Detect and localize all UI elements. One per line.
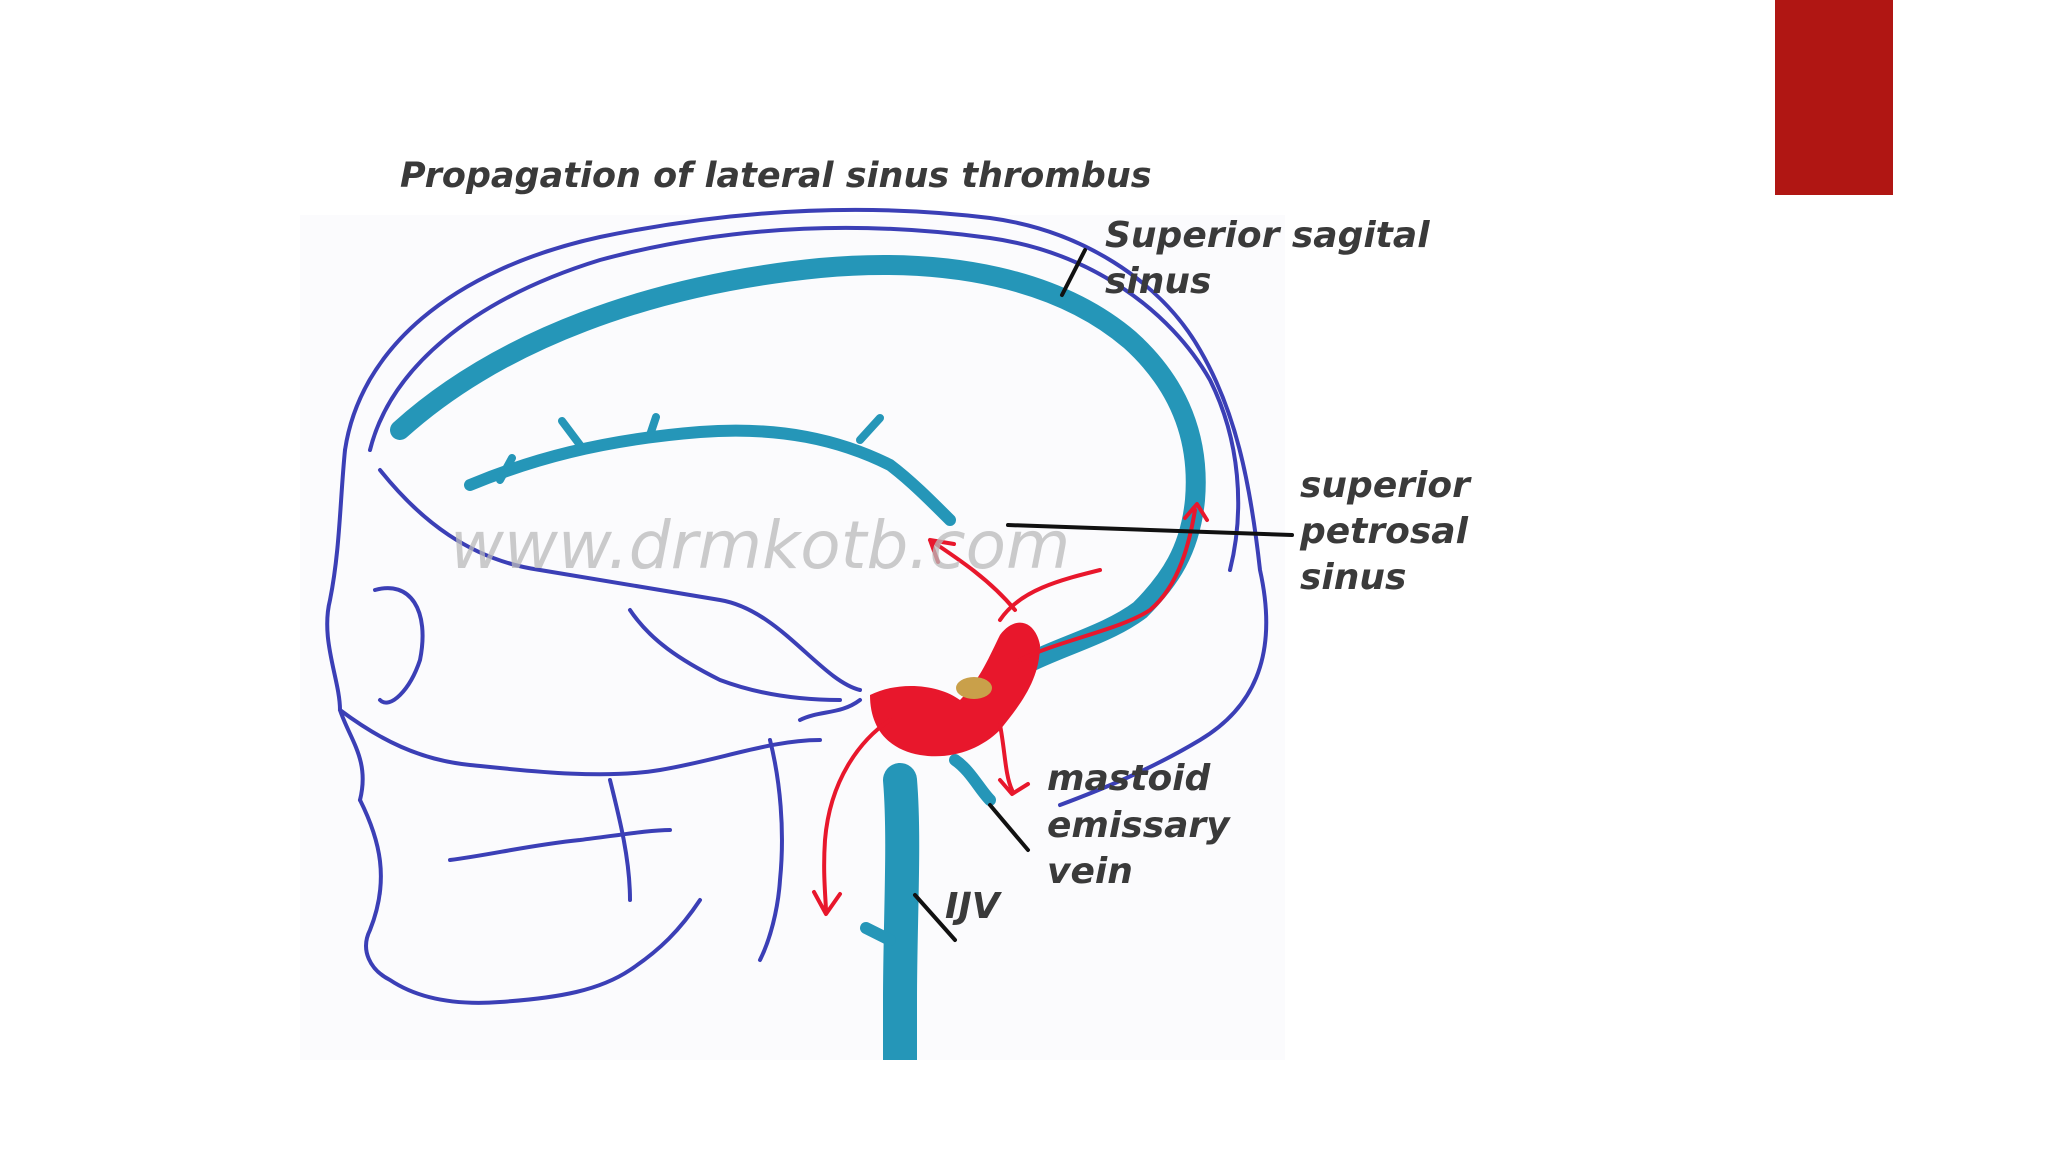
leader-superior-sagital bbox=[1060, 248, 1087, 297]
mastoid-emissary-vein bbox=[949, 754, 996, 806]
occipital-base-line bbox=[798, 698, 862, 722]
diagram-title: Propagation of lateral sinus thrombus bbox=[400, 156, 1152, 196]
label-ijv: IJV bbox=[945, 886, 1003, 927]
thrombus-mass bbox=[870, 622, 1040, 757]
skull-outer-contour bbox=[343, 207, 1269, 807]
label-petrosal-line3: sinus bbox=[1300, 557, 1406, 598]
skull-outline bbox=[325, 207, 1269, 1005]
cortical-vein-branches bbox=[496, 413, 884, 484]
thrombus-spread-arrows bbox=[812, 502, 1209, 916]
mandible-contour bbox=[358, 798, 702, 1005]
label-petrosal-line2: petrosal bbox=[1299, 511, 1469, 552]
cranial-base-line bbox=[378, 468, 862, 692]
label-mastoid-line2: emissary bbox=[1047, 805, 1231, 846]
arrow-to-superior-sagittal bbox=[1018, 502, 1209, 662]
zygomatic-line bbox=[338, 708, 822, 777]
venous-system bbox=[390, 255, 1206, 1077]
label-mastoid-line3: vein bbox=[1047, 851, 1133, 892]
label-superior-sagital-line1: Superior sagital bbox=[1105, 215, 1430, 256]
mastoid-process-line bbox=[758, 738, 784, 962]
lateral-sinus-thrombus bbox=[870, 622, 1040, 757]
inferior-sagittal-sinus bbox=[464, 424, 956, 526]
superior-sagittal-sinus bbox=[390, 255, 1206, 690]
label-superior-sagital-line2: sinus bbox=[1105, 261, 1211, 302]
ijv-branch bbox=[860, 922, 896, 946]
watermark-text: www.drmkotb.com bbox=[450, 507, 1070, 584]
label-mastoid-line1: mastoid bbox=[1047, 758, 1212, 799]
clot-core bbox=[956, 677, 992, 699]
venous-sinus-diagram: Propagation of lateral sinus thrombus bbox=[300, 156, 1472, 1077]
arrow-to-ijv bbox=[812, 718, 892, 916]
ramus-line bbox=[608, 778, 632, 902]
temporal-line bbox=[628, 608, 842, 702]
leader-ijv bbox=[913, 893, 957, 942]
skull-inner-contour bbox=[368, 225, 1241, 572]
arrow-to-petrosal-sinus bbox=[928, 538, 1102, 622]
figure-background bbox=[300, 215, 1285, 1060]
leader-petrosal bbox=[1006, 523, 1294, 537]
label-leader-lines bbox=[913, 248, 1294, 942]
forehead-contour bbox=[325, 448, 365, 802]
leader-mastoid bbox=[988, 803, 1030, 852]
teeth-line bbox=[448, 828, 672, 862]
label-petrosal-line1: superior bbox=[1300, 465, 1472, 506]
orbit-outline bbox=[373, 586, 425, 705]
slide-accent-bar bbox=[1775, 0, 1893, 195]
diagram-figure: Propagation of lateral sinus thrombus bbox=[300, 140, 1600, 1077]
arrow-to-mastoid-emissary bbox=[998, 723, 1030, 796]
internal-jugular-vein bbox=[883, 763, 920, 1077]
